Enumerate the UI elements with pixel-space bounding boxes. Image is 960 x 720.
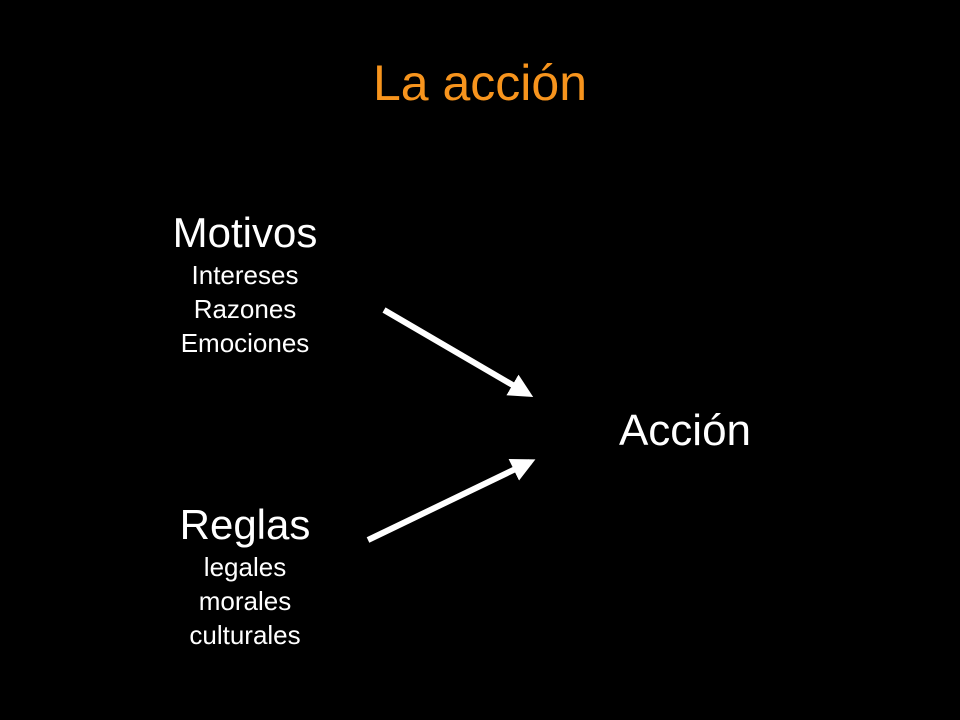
motivos-to-accion-arrow: [382, 307, 534, 398]
accion-label: Acción: [618, 406, 752, 455]
motivos-item: Emociones: [180, 328, 310, 358]
slide-title: La acción: [372, 55, 588, 111]
reglas-item: culturales: [189, 620, 301, 650]
motivos-heading: Motivos: [172, 209, 318, 256]
reglas-item: morales: [198, 586, 292, 616]
reglas-heading: Reglas: [179, 501, 311, 548]
reglas-item: legales: [203, 552, 287, 582]
motivos-item: Intereses: [191, 260, 299, 290]
reglas-to-accion-arrow: [366, 458, 536, 543]
motivos-block: Motivos Intereses Razones Emociones: [120, 208, 370, 360]
motivos-item: Razones: [193, 294, 297, 324]
reglas-block: Reglas legales morales culturales: [120, 500, 370, 652]
